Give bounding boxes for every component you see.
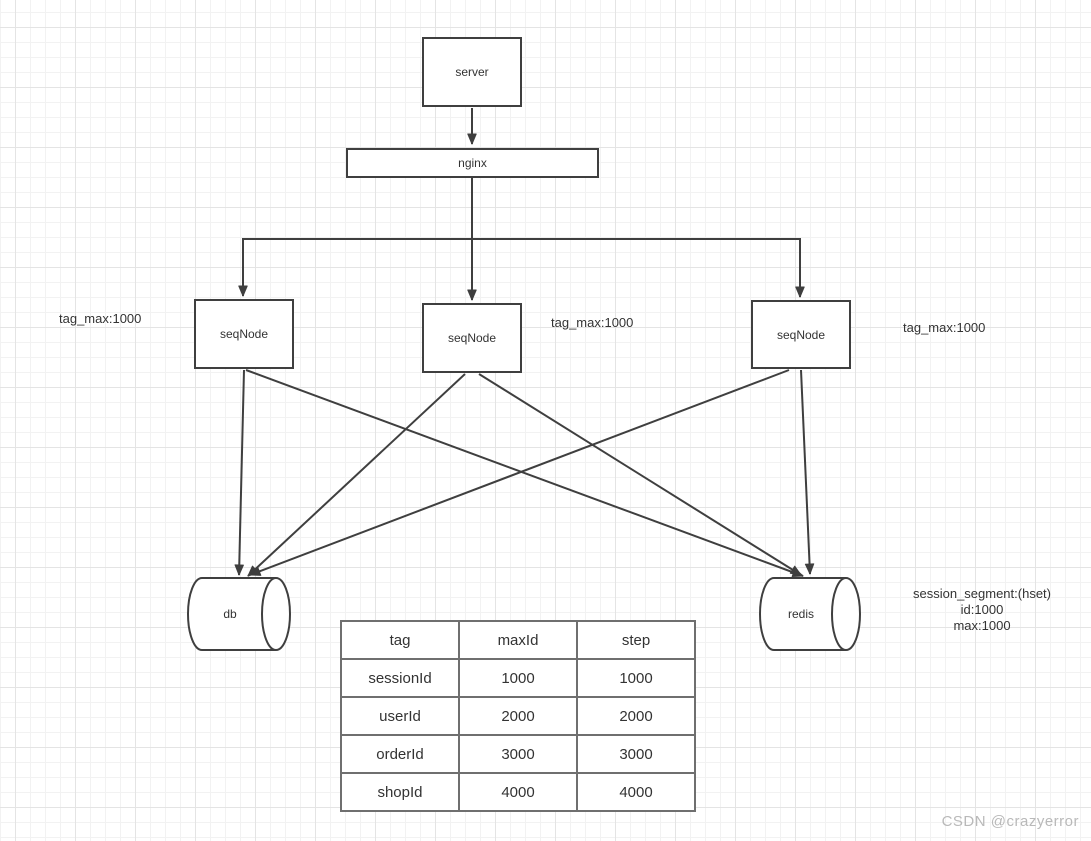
server-node-label: server [455,65,489,79]
session-segment-line3: max:1000 [953,618,1011,633]
edge-seqnode3-redis [800,369,815,575]
db-cylinder [187,577,291,651]
tag-max-label-middle: tag_max:1000 [551,315,634,330]
watermark: CSDN @crazyerror [941,813,1079,830]
table-row: orderId 3000 3000 [340,734,696,774]
nginx-node-label: nginx [458,156,487,170]
table-header-row: tag maxId step [340,620,696,660]
table-cell: 3000 [576,734,696,774]
table-cell: userId [340,696,460,736]
edge-nginx-seqnode3 [472,238,805,298]
session-segment-label: session_segment:(hset) id:1000 max:1000 [898,586,1066,634]
table-cell: sessionId [340,658,460,698]
edge-seqnode3-db [249,369,790,576]
seqnode-2-label: seqNode [447,331,497,345]
seqnode-1-label: seqNode [219,327,269,341]
segment-table: tag maxId step sessionId 1000 1000 userI… [340,620,696,812]
table-header-maxid: maxId [458,620,578,660]
edge-seqnode2-db [247,373,466,577]
table-cell: 1000 [576,658,696,698]
redis-cylinder [759,577,861,651]
session-segment-line1: session_segment:(hset) [912,586,1051,601]
table-header-tag: tag [340,620,460,660]
session-segment-line2: id:1000 [960,602,1004,617]
server-node: server [422,37,522,107]
edge-seqnode2-redis [478,373,802,576]
table-cell: 4000 [576,772,696,812]
seqnode-2: seqNode [422,303,522,373]
tag-max-label-right: tag_max:1000 [903,320,986,335]
table-cell: shopId [340,772,460,812]
table-cell: 2000 [458,696,578,736]
table-cell: orderId [340,734,460,774]
table-cell: 2000 [576,696,696,736]
table-row: sessionId 1000 1000 [340,658,696,698]
redis-label: redis [787,607,814,621]
seqnode-3: seqNode [751,300,851,369]
table-header-step: step [576,620,696,660]
table-cell: 1000 [458,658,578,698]
edge-seqnode1-db [234,369,245,576]
tag-max-label-left: tag_max:1000 [59,311,142,326]
db-label: db [223,607,237,621]
nginx-node: nginx [346,148,599,178]
edge-seqnode1-redis [245,369,804,577]
seqnode-3-label: seqNode [776,327,826,342]
table-cell: 3000 [458,734,578,774]
table-cell: 4000 [458,772,578,812]
table-row: userId 2000 2000 [340,696,696,736]
edge-nginx-seqnode1 [238,238,472,297]
seqnode-1: seqNode [194,299,294,369]
table-row: shopId 4000 4000 [340,772,696,812]
